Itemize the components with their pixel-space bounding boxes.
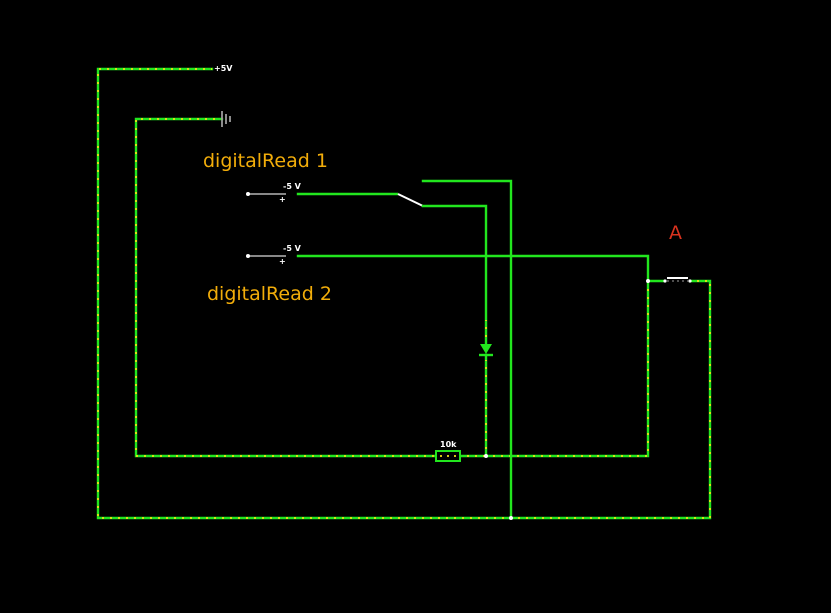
probe-1[interactable]: -5 V +	[246, 182, 302, 204]
switch-led-wire	[421, 204, 488, 348]
resistor[interactable]: 10k	[435, 440, 461, 462]
probe-1-plus: +	[279, 195, 286, 204]
probe-2-wire	[296, 254, 650, 283]
node-a-label: A	[669, 222, 682, 244]
ground-symbol-icon	[221, 111, 231, 127]
ground-loop	[134, 117, 667, 458]
spdt-switch[interactable]	[397, 193, 424, 207]
supply-label: +5V	[214, 64, 233, 73]
outer-supply-loop	[96, 67, 712, 520]
switch-supply-wire	[421, 179, 513, 520]
digital-read-1-label: digitalRead 1	[203, 150, 328, 172]
resistor-value: 10k	[440, 440, 457, 449]
push-button[interactable]	[663, 277, 692, 283]
led-icon[interactable]	[479, 320, 493, 458]
probe-2-plus: +	[279, 257, 286, 266]
probe-2[interactable]: -5 V +	[246, 244, 302, 266]
digital-read-2-label: digitalRead 2	[207, 283, 332, 305]
probe-1-value: -5 V	[283, 182, 302, 191]
probe-2-value: -5 V	[283, 244, 302, 253]
